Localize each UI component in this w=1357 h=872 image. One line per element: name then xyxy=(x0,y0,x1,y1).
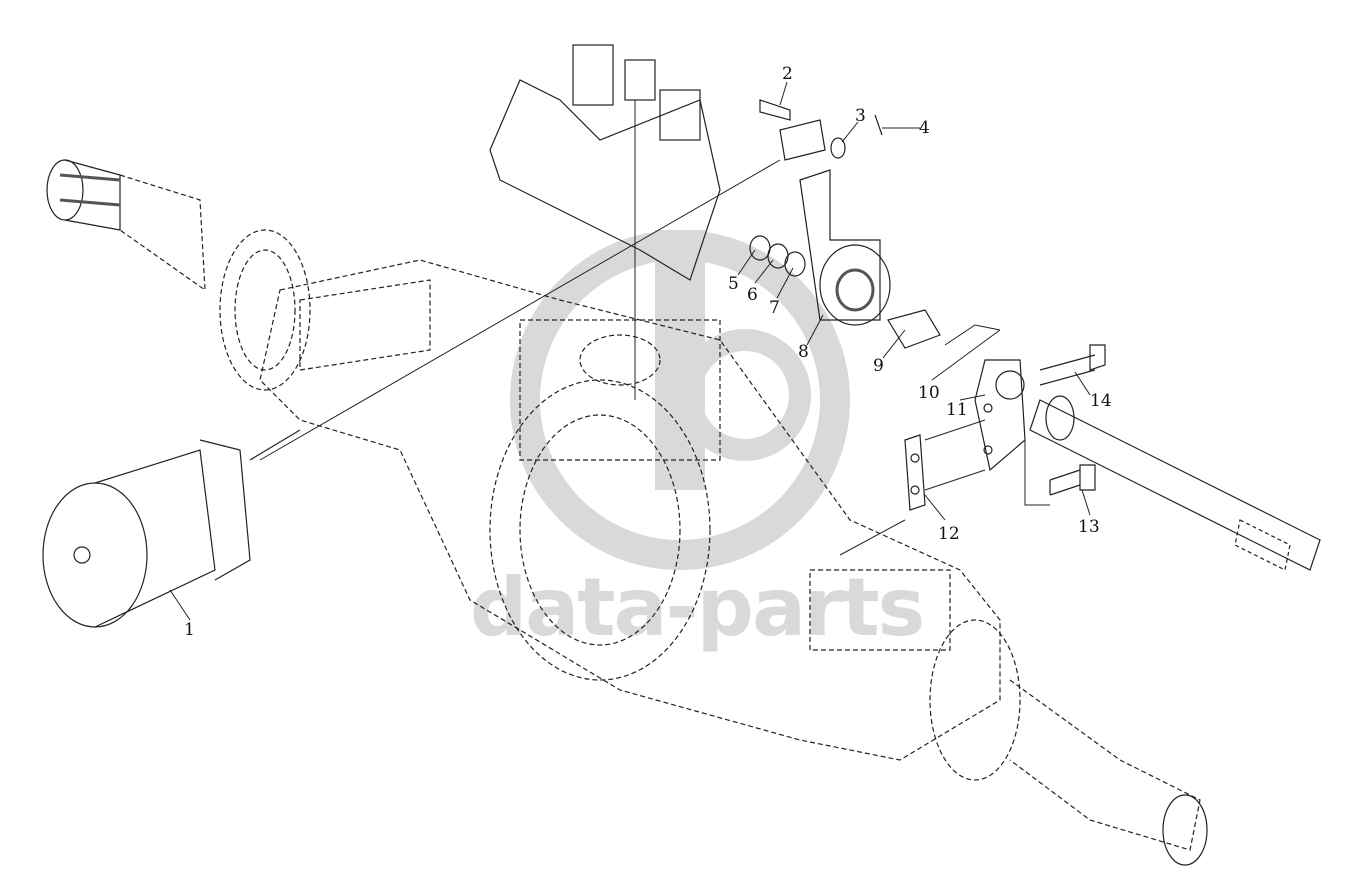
clevis-3 xyxy=(779,119,826,161)
left-hub-flange xyxy=(219,229,311,391)
callout-4: 4 xyxy=(919,118,930,138)
axle-housing xyxy=(259,259,1001,761)
washer-3 xyxy=(830,137,846,159)
right-hub-spindle xyxy=(929,619,1208,866)
bolt-14 xyxy=(1039,344,1106,386)
camshaft xyxy=(1029,395,1321,571)
bushing xyxy=(887,309,941,349)
callout-14: 14 xyxy=(1090,391,1112,411)
ring-5 xyxy=(749,235,771,261)
callout-5: 5 xyxy=(728,274,739,294)
bolt-13 xyxy=(1049,464,1096,496)
clevis-pin-2 xyxy=(759,99,791,121)
callout-7: 7 xyxy=(769,298,780,318)
callout-8: 8 xyxy=(798,342,809,362)
slack-adjuster xyxy=(799,169,891,326)
callout-3: 3 xyxy=(855,106,866,126)
callout-2: 2 xyxy=(782,64,793,84)
cotter-pin-4 xyxy=(874,114,883,136)
leader-lines xyxy=(169,81,1091,621)
support-bracket xyxy=(974,359,1026,472)
callout-12: 12 xyxy=(938,524,960,544)
watermark-text: data-parts xyxy=(470,561,925,654)
callout-1: 1 xyxy=(184,620,195,640)
brake-chamber xyxy=(42,429,301,628)
callout-13: 13 xyxy=(1078,517,1100,537)
mounting-bracket xyxy=(489,44,721,281)
callout-9: 9 xyxy=(873,356,884,376)
assembly-lines xyxy=(259,100,1050,556)
shim-plate xyxy=(904,434,926,511)
left-spindle xyxy=(46,159,206,292)
ring-7 xyxy=(784,251,806,277)
callout-11: 11 xyxy=(946,400,968,420)
callout-6: 6 xyxy=(747,285,758,305)
callout-10: 10 xyxy=(918,383,940,403)
